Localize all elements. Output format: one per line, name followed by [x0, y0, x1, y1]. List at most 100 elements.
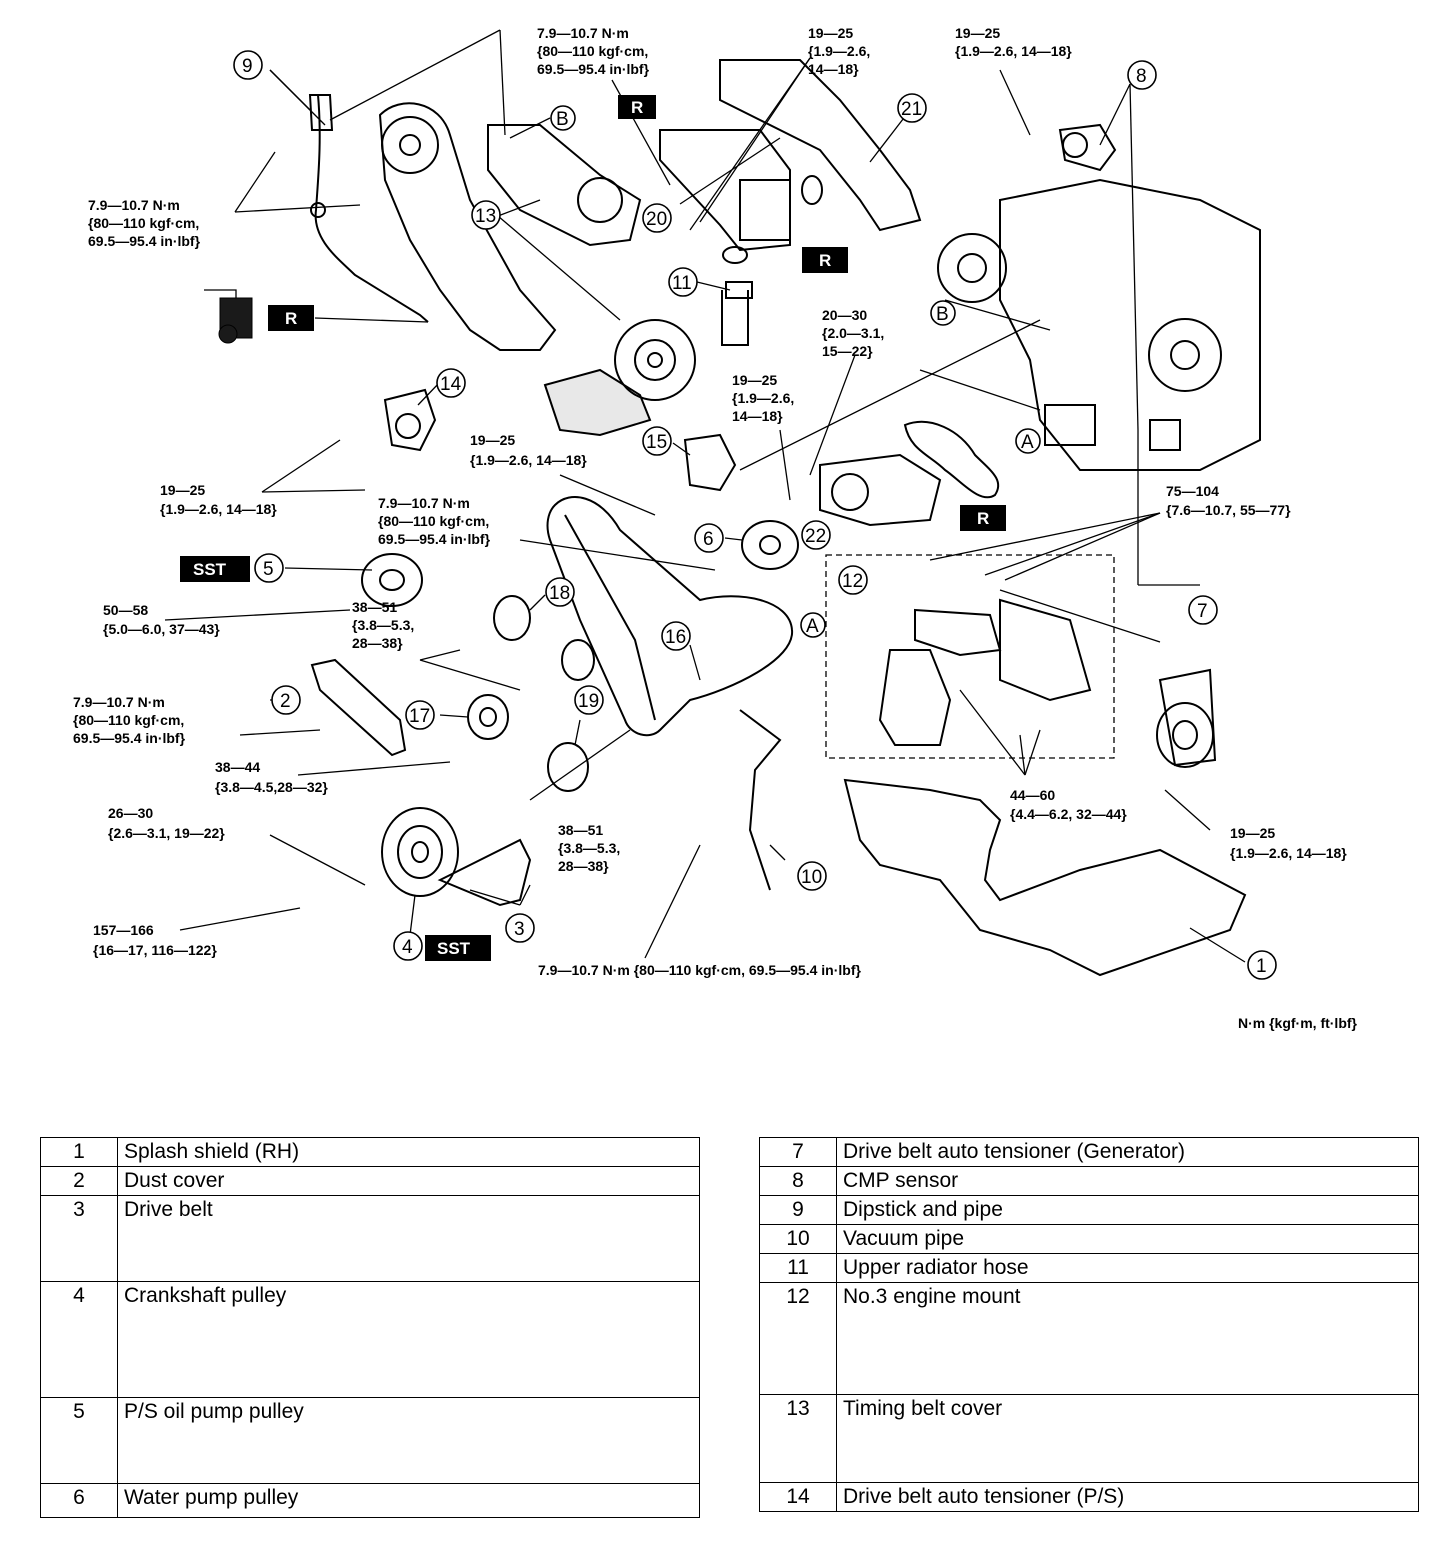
timing-belt-cover	[378, 102, 642, 351]
torque-ps-tensioner: 19—25 {1.9—2.6, 14—18}	[160, 482, 277, 517]
svg-text:B: B	[936, 304, 949, 325]
part-description: Vacuum pipe	[836, 1224, 1419, 1254]
callout-22: 22	[801, 520, 831, 550]
upper-radiator-hose	[721, 246, 753, 346]
svg-text:15: 15	[646, 432, 667, 453]
callout-10: 10	[797, 861, 827, 891]
svg-text:R: R	[631, 98, 643, 117]
torque-crankshaft: 157—166 {16—17, 116—122}	[93, 922, 217, 958]
table-row: 2 Dust cover	[40, 1166, 700, 1196]
part-number: 9	[759, 1195, 837, 1225]
table-row: 12 No.3 engine mount	[759, 1282, 1419, 1395]
svg-text:R: R	[977, 509, 989, 528]
part-description: Splash shield (RH)	[117, 1137, 700, 1167]
water-pump-pulley	[741, 520, 799, 570]
torque-bottom: 7.9—10.7 N·m {80—110 kgf·cm, 69.5—95.4 i…	[538, 962, 861, 978]
callout-11: 11	[668, 267, 698, 297]
part-number: 13	[759, 1394, 837, 1483]
svg-text:11: 11	[672, 273, 692, 294]
part-number: 6	[40, 1483, 118, 1518]
part-number: 11	[759, 1253, 837, 1283]
callout-9: 9	[233, 50, 263, 80]
torque-dipstick: 7.9—10.7 N·m {80—110 kgf·cm, 69.5—95.4 i…	[88, 197, 203, 249]
torque-gen-tensioner: 19—25 {1.9—2.6, 14—18}	[1230, 825, 1347, 861]
table-row: 8 CMP sensor	[759, 1166, 1419, 1196]
callout-19: 19	[574, 685, 604, 715]
engine-block	[937, 178, 1261, 471]
part-description: Dipstick and pipe	[836, 1195, 1419, 1225]
table-row: 1 Splash shield (RH)	[40, 1137, 700, 1167]
upper-cover-plate	[719, 59, 922, 232]
crankshaft-pulley	[381, 807, 459, 897]
part-number: 8	[759, 1166, 837, 1196]
table-row: 10 Vacuum pipe	[759, 1224, 1419, 1254]
svg-text:14: 14	[440, 374, 462, 395]
sst-mark: SST	[425, 935, 491, 961]
part-number: 14	[759, 1482, 837, 1512]
replace-mark: R	[802, 247, 848, 273]
part-description: Dust cover	[117, 1166, 700, 1196]
callout-21: 21	[897, 93, 927, 123]
table-row: 3 Drive belt	[40, 1195, 700, 1282]
callout-18: 18	[545, 577, 575, 607]
torque-mount-top: 75—104 {7.6—10.7, 55—77}	[1166, 483, 1291, 518]
svg-text:R: R	[819, 251, 831, 270]
torque-26-30: 26—30 {2.6—3.1, 19—22}	[108, 805, 225, 841]
svg-text:22: 22	[805, 526, 826, 547]
part-description: CMP sensor	[836, 1166, 1419, 1196]
table-row: 4 Crankshaft pulley	[40, 1281, 700, 1398]
callout-6: 6	[694, 523, 724, 553]
svg-text:20: 20	[646, 209, 667, 230]
units-label: N·m {kgf·m, ft·lbf}	[1238, 1015, 1358, 1031]
svg-text:2: 2	[280, 691, 291, 712]
callout-b: B	[930, 300, 956, 326]
part-description: P/S oil pump pulley	[117, 1397, 700, 1484]
sst-mark: SST	[180, 556, 250, 582]
part-number: 2	[40, 1166, 118, 1196]
callout-7: 7	[1188, 595, 1218, 625]
part-number: 5	[40, 1397, 118, 1484]
part-description: Timing belt cover	[836, 1394, 1419, 1483]
callout-4: 4	[393, 931, 423, 961]
part-description: No.3 engine mount	[836, 1282, 1419, 1395]
part-description: Drive belt auto tensioner (P/S)	[836, 1482, 1419, 1512]
exploded-view-diagram: 7.9—10.7 N·m {80—110 kgf·cm, 69.5—95.4 i…	[73, 25, 1358, 1031]
thermostat-housing	[659, 129, 823, 252]
table-row: 5 P/S oil pump pulley	[40, 1397, 700, 1484]
torque-idler-low: 38—51 {3.8—5.3, 28—38}	[558, 822, 624, 874]
callout-2: 2	[271, 685, 301, 715]
splash-shield	[843, 778, 1247, 977]
torque-top-mid: 19—25 {1.9—2.6, 14—18}	[808, 25, 874, 77]
torque-dust-cover: 7.9—10.7 N·m {80—110 kgf·cm, 69.5—95.4 i…	[73, 694, 188, 746]
callout-a: A	[800, 612, 826, 638]
torque-hose: 19—25 {1.9—2.6, 14—18}	[470, 432, 587, 468]
svg-text:17: 17	[409, 706, 430, 727]
svg-text:B: B	[556, 109, 569, 130]
water-pump	[819, 453, 942, 527]
table-row: 14 Drive belt auto tensioner (P/S)	[759, 1482, 1419, 1512]
table-row: 7 Drive belt auto tensioner (Generator)	[759, 1137, 1419, 1167]
callout-1: 1	[1247, 950, 1277, 980]
idler-pulley-17	[467, 694, 509, 740]
part-number: 3	[40, 1195, 118, 1282]
callout-15: 15	[642, 426, 672, 456]
vacuum-pipe	[739, 709, 782, 891]
torque-idler: 38—51 {3.8—5.3, 28—38}	[352, 599, 418, 651]
callout-a: A	[1015, 428, 1041, 454]
torque-top-cover: 7.9—10.7 N·m {80—110 kgf·cm, 69.5—95.4 i…	[537, 25, 652, 77]
callout-5: 5	[254, 553, 284, 583]
table-row: 13 Timing belt cover	[759, 1394, 1419, 1483]
water-pump-housing	[543, 319, 696, 437]
torque-wp-pulley: 7.9—10.7 N·m {80—110 kgf·cm, 69.5—95.4 i…	[378, 495, 493, 547]
oil-container-icon	[204, 289, 253, 344]
svg-text:R: R	[285, 309, 297, 328]
callout-b: B	[550, 105, 576, 131]
table-row: 9 Dipstick and pipe	[759, 1195, 1419, 1225]
drive-belt	[437, 838, 532, 907]
part-description: Drive belt auto tensioner (Generator)	[836, 1137, 1419, 1167]
torque-38-44: 38—44 {3.8—4.5,28—32}	[215, 759, 328, 795]
parts-legend-right: 7 Drive belt auto tensioner (Generator) …	[759, 1137, 1419, 1512]
water-pump-gasket	[903, 420, 1000, 499]
svg-text:1: 1	[1256, 956, 1267, 977]
ps-auto-tensioner	[383, 388, 437, 452]
